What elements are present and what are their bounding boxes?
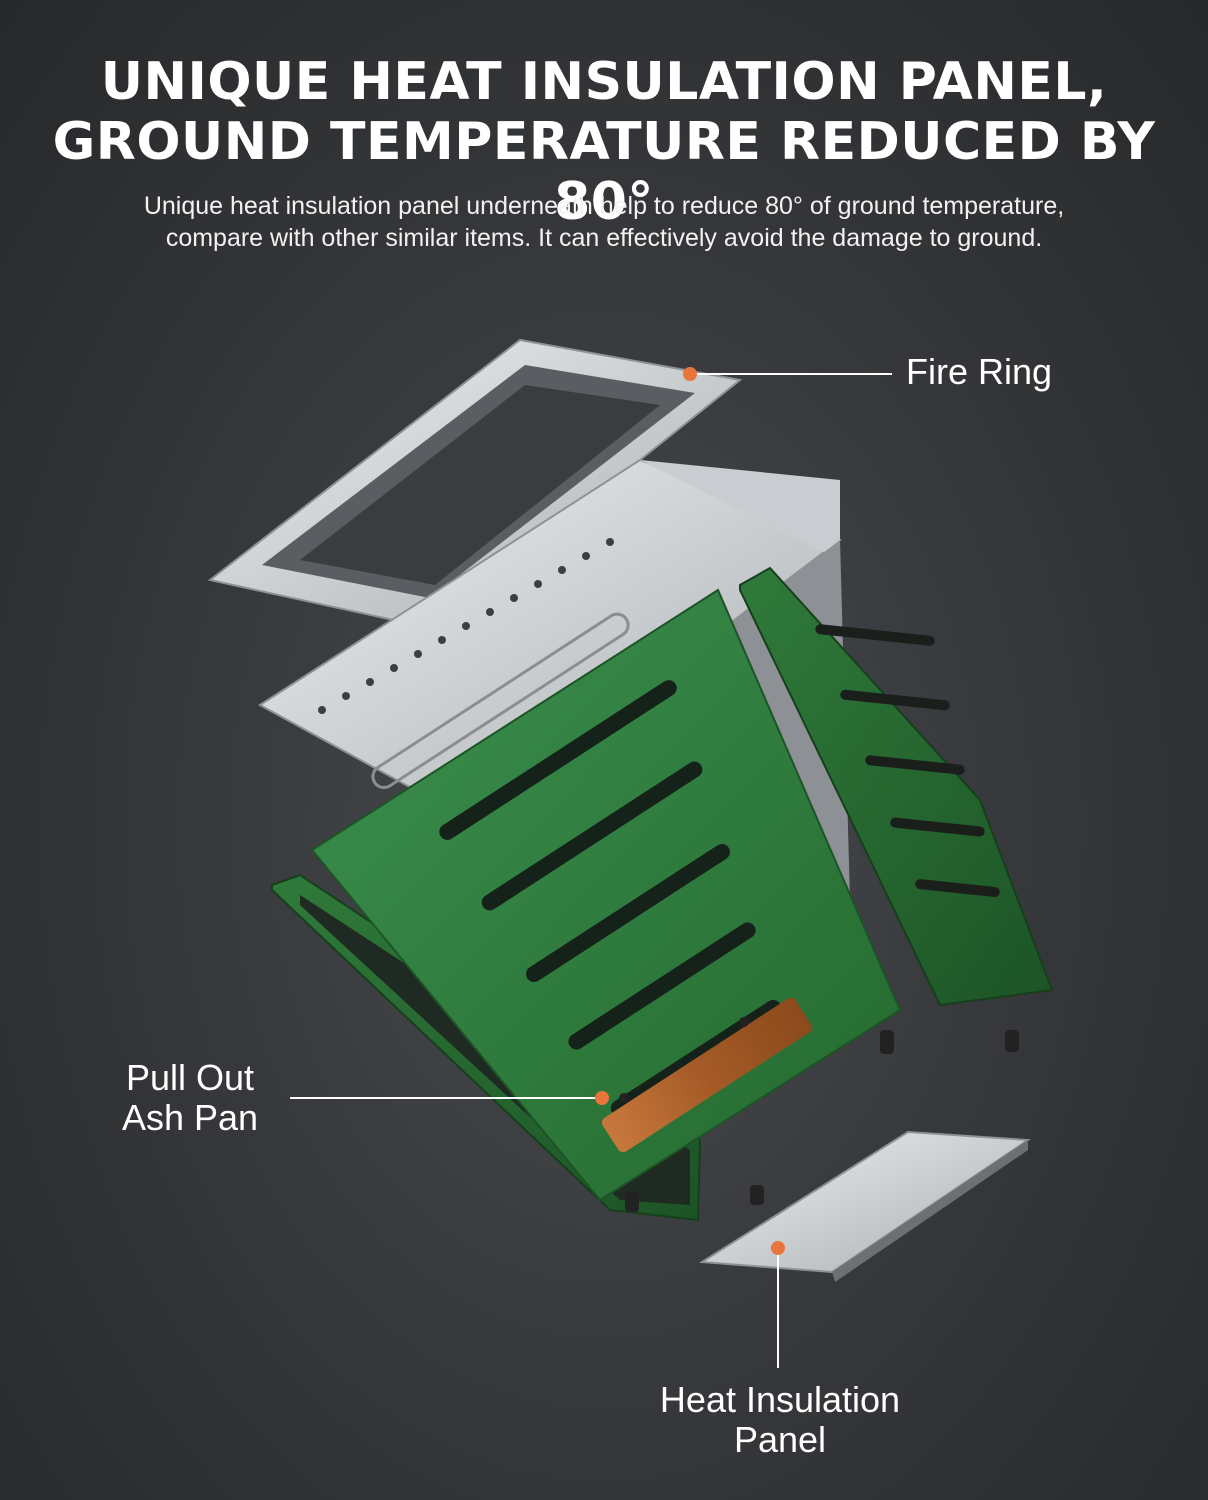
headline-line-2: GROUND TEMPERATURE REDUCED BY 80° (52, 112, 1156, 232)
subtitle-line-2: compare with other similar items. It can… (165, 224, 1043, 252)
heat-insulation-label: Heat Insulation Panel (620, 1380, 940, 1460)
ash-pan-label: Pull Out Ash Pan (90, 1058, 290, 1138)
right-side-panel-part (739, 566, 1054, 1007)
fire-ring-label: Fire Ring (906, 352, 1052, 392)
callout-fire-ring (683, 367, 892, 381)
callout-ash-pan (290, 1091, 609, 1105)
ash-pan-text-2: Ash Pan (121, 1097, 259, 1138)
front-green-panel-part (310, 588, 902, 1202)
ash-pan-text-1: Pull Out (125, 1057, 255, 1098)
headline: UNIQUE HEAT INSULATION PANEL, GROUND TEM… (0, 52, 1208, 232)
subtitle-line-1: Unique heat insulation panel underneath … (143, 192, 1065, 220)
fire-ring-text: Fire Ring (906, 351, 1053, 392)
headline-line-1: UNIQUE HEAT INSULATION PANEL, (100, 52, 1108, 112)
heat-insulation-text-1: Heat Insulation (659, 1379, 901, 1420)
wooden-handle (601, 997, 813, 1153)
fire-ring-part (207, 338, 743, 630)
subtitle: Unique heat insulation panel underneath … (0, 190, 1208, 254)
heat-insulation-text-2: Panel (733, 1419, 827, 1460)
feet (625, 1030, 1019, 1212)
heat-insulation-panel-part (698, 1130, 1031, 1282)
callout-insulation (771, 1241, 785, 1368)
